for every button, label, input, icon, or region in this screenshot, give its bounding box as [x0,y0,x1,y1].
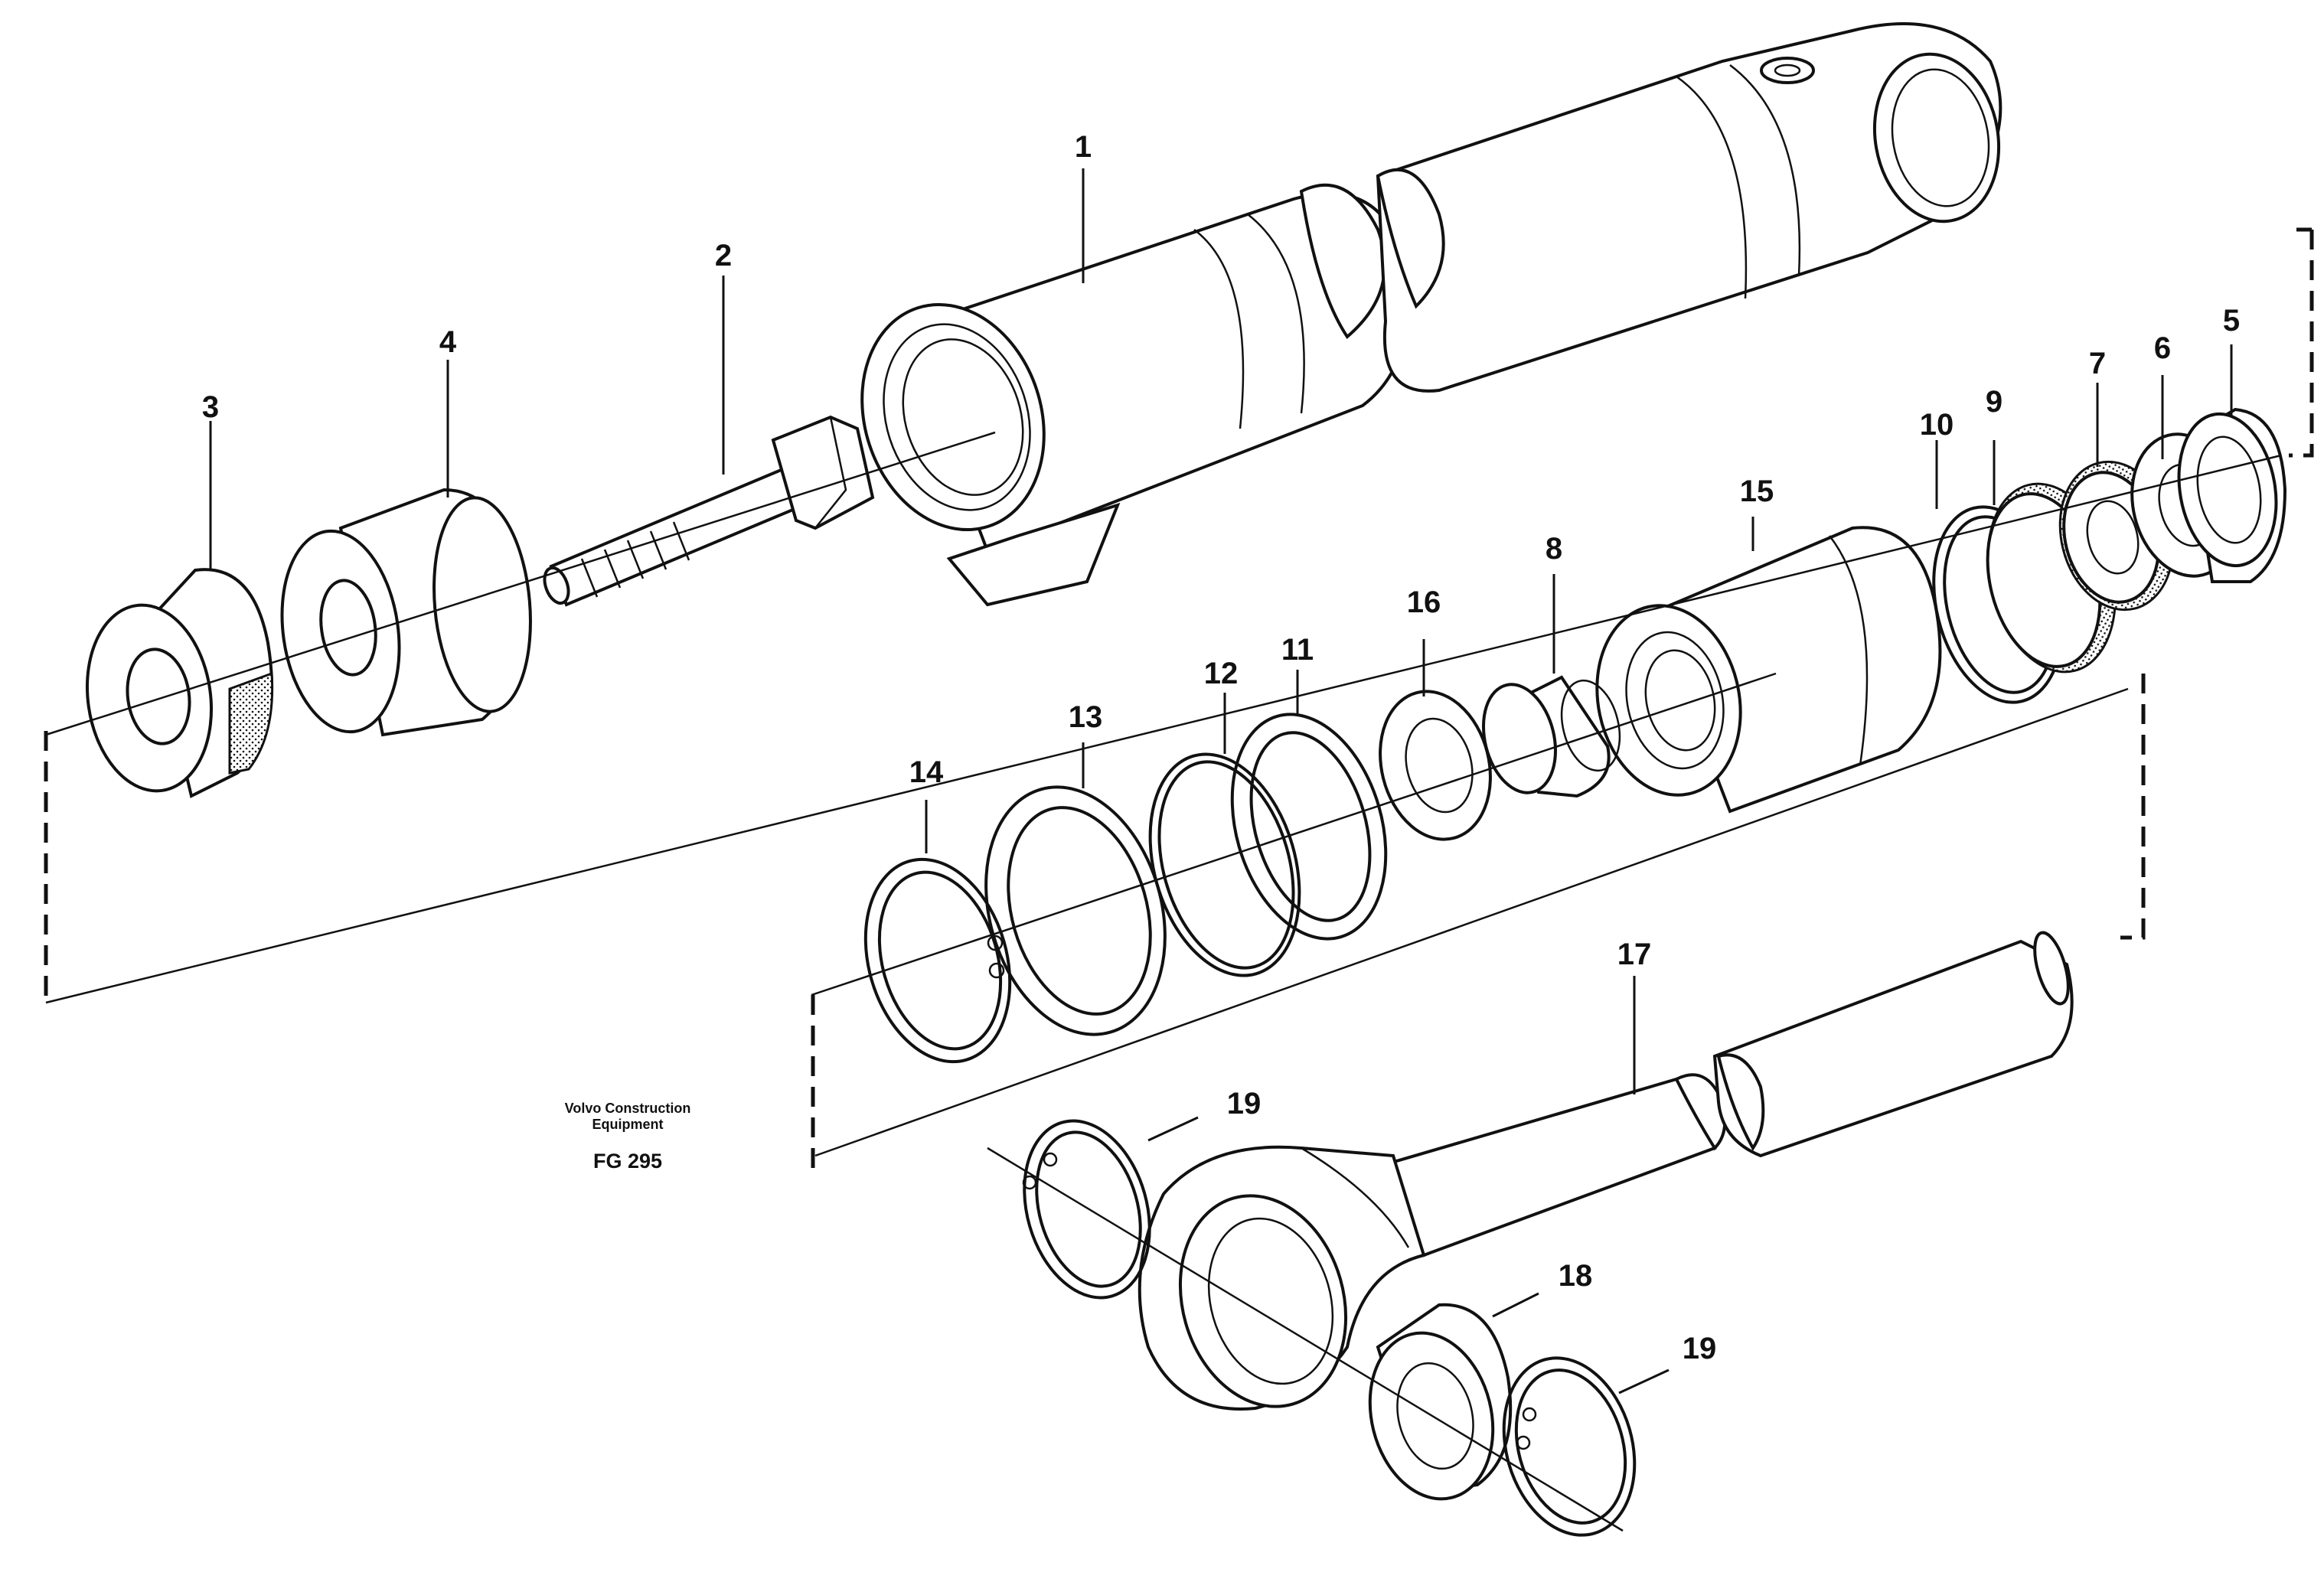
callout-1: 1 [1075,130,1092,164]
callout-12: 12 [1204,657,1239,690]
callout-8: 8 [1546,532,1562,566]
callout-10: 10 [1920,408,1954,442]
callout-14: 14 [909,755,944,789]
callout-15: 15 [1740,475,1774,508]
callout-17: 17 [1617,938,1652,971]
callout-leaders [209,168,2233,1394]
seal-part-11 [1230,713,1388,941]
ring-part-5 [2177,407,2287,583]
snap-ring-part-19-lower [1502,1356,1637,1537]
seal-part-13 [984,785,1167,1036]
callout-6: 6 [2154,331,2171,365]
callout-13: 13 [1069,700,1103,734]
callout-19-lower: 19 [1683,1332,1717,1365]
piston-rod-part-17 [1359,931,2074,1257]
brand-caption: Volvo Construction Equipment [536,1101,720,1133]
callout-11: 11 [1281,633,1314,667]
bolt-thread [580,521,690,598]
brand-line-1: Volvo Construction [564,1101,691,1116]
callout-4: 4 [439,325,457,359]
figure-reference: FG 295 [592,1150,663,1173]
callout-2: 2 [715,239,732,272]
gland-part-4 [280,488,532,737]
nut-part-3 [85,568,274,798]
callout-16: 16 [1407,586,1441,619]
piston-part-15 [1595,526,1942,814]
callout-labels: 1 2 3 4 5 6 7 8 9 10 11 12 13 14 15 16 1… [202,130,2240,1365]
spacer-part-16 [1379,690,1492,841]
snap-ring-part-14 [863,857,1012,1064]
seal-part-12 [1148,752,1301,977]
snap-ring-part-19-upper [1022,1119,1151,1300]
callout-19-upper: 19 [1227,1087,1262,1120]
bearing-part-18 [1368,1303,1513,1501]
brand-line-2: Equipment [592,1117,664,1132]
assembly-axes [45,431,2282,1532]
callout-5: 5 [2223,304,2240,338]
callout-3: 3 [202,390,219,424]
rod-eye-part [1138,1145,1426,1411]
cylinder-tube-part [860,22,2002,607]
callout-18: 18 [1559,1259,1593,1293]
dashed-connectors [44,227,2314,1175]
callout-7: 7 [2089,347,2106,380]
callout-9: 9 [1986,385,2002,419]
bolt-part [543,415,875,607]
